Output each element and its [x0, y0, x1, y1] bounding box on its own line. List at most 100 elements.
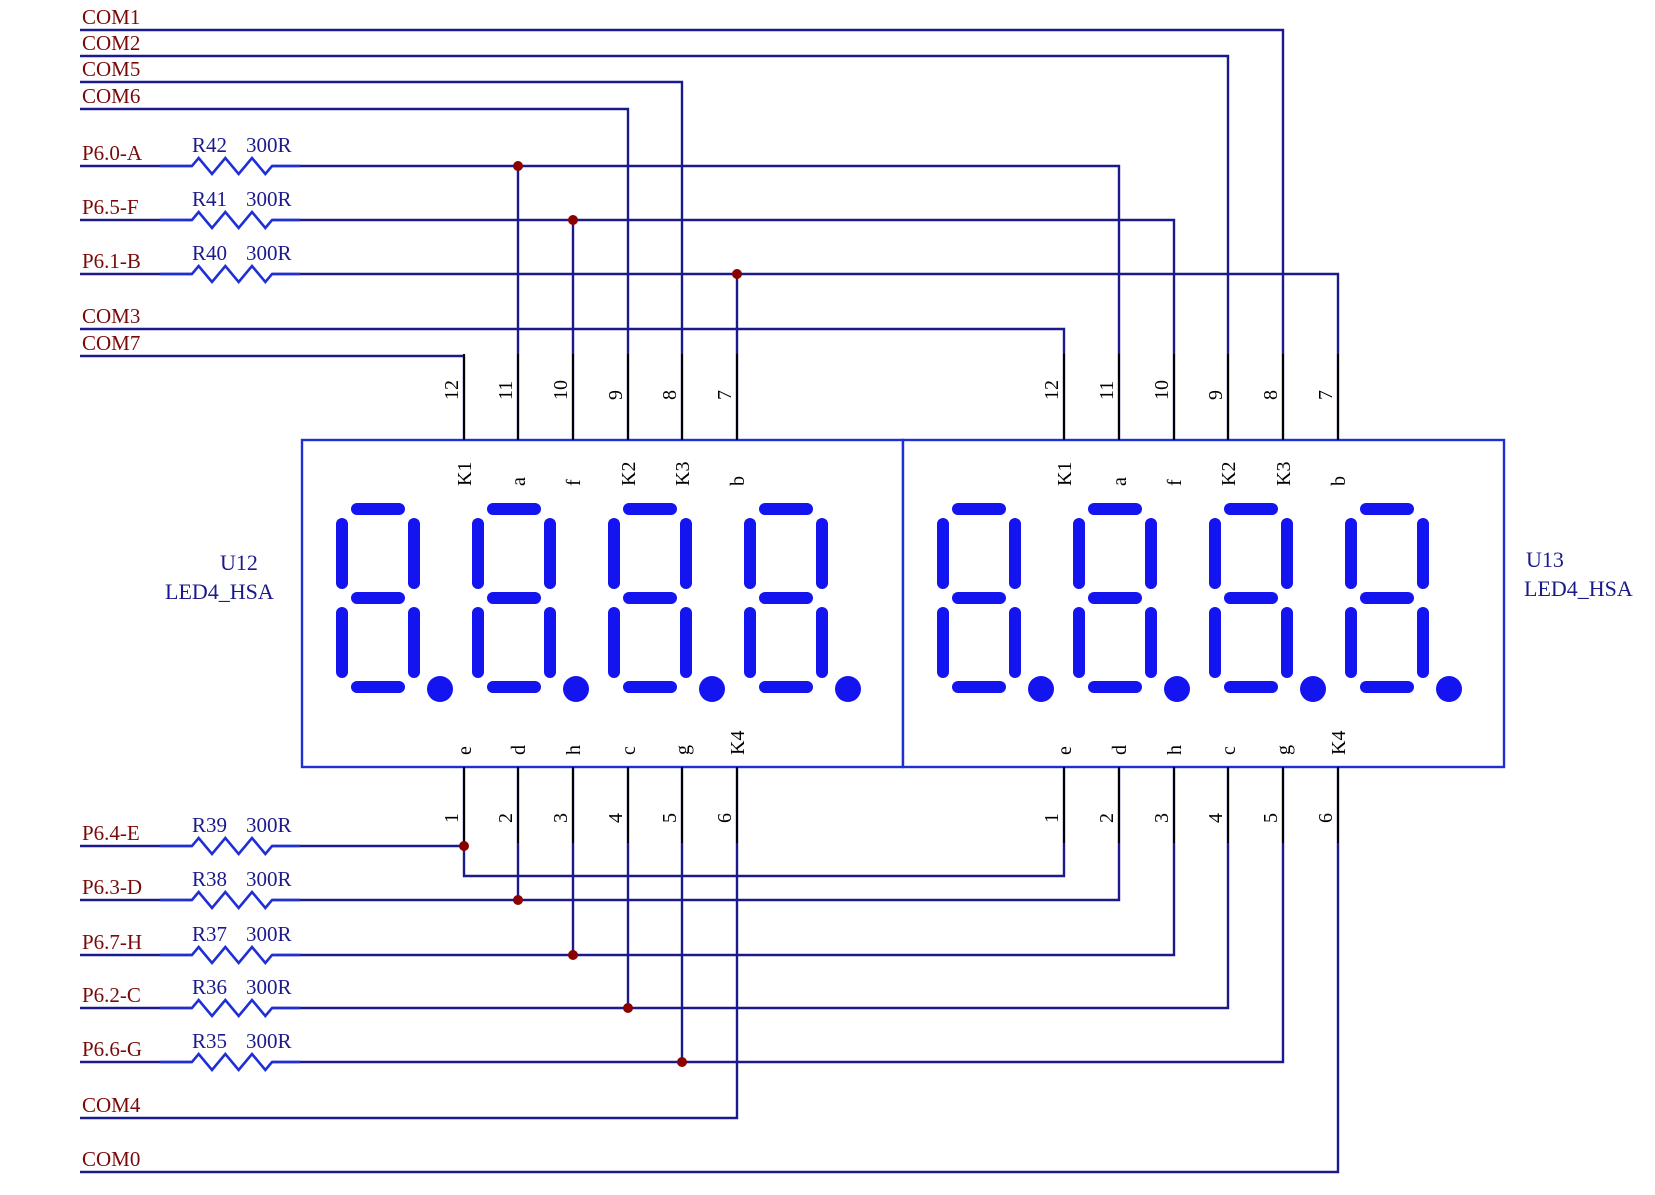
resistor-value: 300R [246, 922, 292, 946]
resistor-r38 [160, 889, 300, 911]
net-label-top: COM7 [82, 331, 140, 355]
segment-c [816, 607, 828, 678]
component-designator: U13 [1526, 547, 1564, 572]
wire-com0 [80, 767, 1340, 1174]
resistor-designator: R38 [192, 867, 227, 891]
pin-number: 11 [495, 381, 517, 400]
pin-name: g [1273, 745, 1295, 755]
segment-a [1360, 503, 1414, 515]
decimal-point [563, 676, 589, 702]
segment-b [544, 518, 556, 589]
net-label-top: COM5 [82, 57, 140, 81]
component-part-name: LED4_HSA [1524, 576, 1633, 601]
segment-d [351, 681, 405, 693]
pin-name: h [563, 745, 585, 755]
pin-name: c [618, 746, 640, 755]
segment-f [336, 518, 348, 589]
component-designator: U12 [220, 550, 258, 575]
wire-p6-2-c [80, 767, 1230, 1010]
resistor-designator: R41 [192, 187, 227, 211]
segment-b [680, 518, 692, 589]
pin-number: 1 [1041, 813, 1063, 823]
segment-c [1417, 607, 1429, 678]
pin-number: 6 [1315, 813, 1337, 823]
resistor-r35 [160, 1051, 300, 1073]
pin-number: 10 [1151, 380, 1173, 400]
segment-g [487, 592, 541, 604]
segment-e [1209, 607, 1221, 678]
resistors-layer [160, 155, 300, 1073]
wire-com4 [80, 767, 739, 1120]
segment-g [351, 592, 405, 604]
resistor-designator: R40 [192, 241, 227, 265]
segment-f [472, 518, 484, 589]
segment-d [1088, 681, 1142, 693]
segment-g [623, 592, 677, 604]
junction-dot [513, 161, 523, 171]
segment-b [1417, 518, 1429, 589]
junction-dot [513, 895, 523, 905]
pin-name: K1 [1054, 462, 1076, 486]
resistor-designator: R39 [192, 813, 227, 837]
resistor-r36 [160, 997, 300, 1019]
pin-name: d [508, 745, 530, 755]
pin-number: 7 [714, 390, 736, 400]
pin-name: K1 [454, 462, 476, 486]
net-label-bottom: P6.4-E [82, 821, 140, 845]
pin-number: 3 [550, 813, 572, 823]
net-label-bottom: P6.7-H [82, 930, 142, 954]
decimal-point [1436, 676, 1462, 702]
segment-a [952, 503, 1006, 515]
pin-number: 11 [1096, 381, 1118, 400]
component-part-name: LED4_HSA [165, 579, 274, 604]
segment-a [623, 503, 677, 515]
segment-e [1073, 607, 1085, 678]
segment-e [1345, 607, 1357, 678]
pin-number: 8 [659, 390, 681, 400]
pin-name: a [1109, 477, 1131, 486]
segment-g [1360, 592, 1414, 604]
pin-number: 12 [441, 380, 463, 400]
net-label-bottom: P6.2-C [82, 983, 141, 1007]
junction-dot [568, 215, 578, 225]
pin-name: K4 [727, 731, 749, 755]
segment-a [1088, 503, 1142, 515]
segment-g [1088, 592, 1142, 604]
decimal-point [1300, 676, 1326, 702]
segment-f [608, 518, 620, 589]
segment-e [336, 607, 348, 678]
pin-number: 10 [550, 380, 572, 400]
segment-d [487, 681, 541, 693]
segment-b [1145, 518, 1157, 589]
net-label-top: P6.0-A [82, 141, 143, 165]
resistor-value: 300R [246, 1029, 292, 1053]
junction-dot [459, 841, 469, 851]
segment-f [1209, 518, 1221, 589]
segment-f [1073, 518, 1085, 589]
resistor-designator: R35 [192, 1029, 227, 1053]
pin-number: 2 [1096, 813, 1118, 823]
resistor-r37 [160, 944, 300, 966]
resistor-value: 300R [246, 133, 292, 157]
display-modules-layer: 12K1e111ad210fh39K2c48K3g57bK4612K1e111a… [300, 354, 1506, 843]
pin-number: 5 [659, 813, 681, 823]
pin-number: 7 [1315, 390, 1337, 400]
pin-name: K3 [1273, 462, 1295, 486]
resistor-r42 [160, 155, 300, 177]
net-label-bottom: P6.3-D [82, 875, 142, 899]
segment-b [1009, 518, 1021, 589]
segment-c [544, 607, 556, 678]
net-label-bottom: COM4 [82, 1093, 141, 1117]
segment-b [408, 518, 420, 589]
segment-b [1281, 518, 1293, 589]
pin-number: 12 [1041, 380, 1063, 400]
segment-a [1224, 503, 1278, 515]
decimal-point [699, 676, 725, 702]
resistor-r41 [160, 209, 300, 231]
pin-name: d [1109, 745, 1131, 755]
resistor-value: 300R [246, 867, 292, 891]
resistor-value: 300R [246, 813, 292, 837]
pin-name: f [563, 479, 585, 486]
pin-name: a [508, 477, 530, 486]
junction-dot [568, 950, 578, 960]
